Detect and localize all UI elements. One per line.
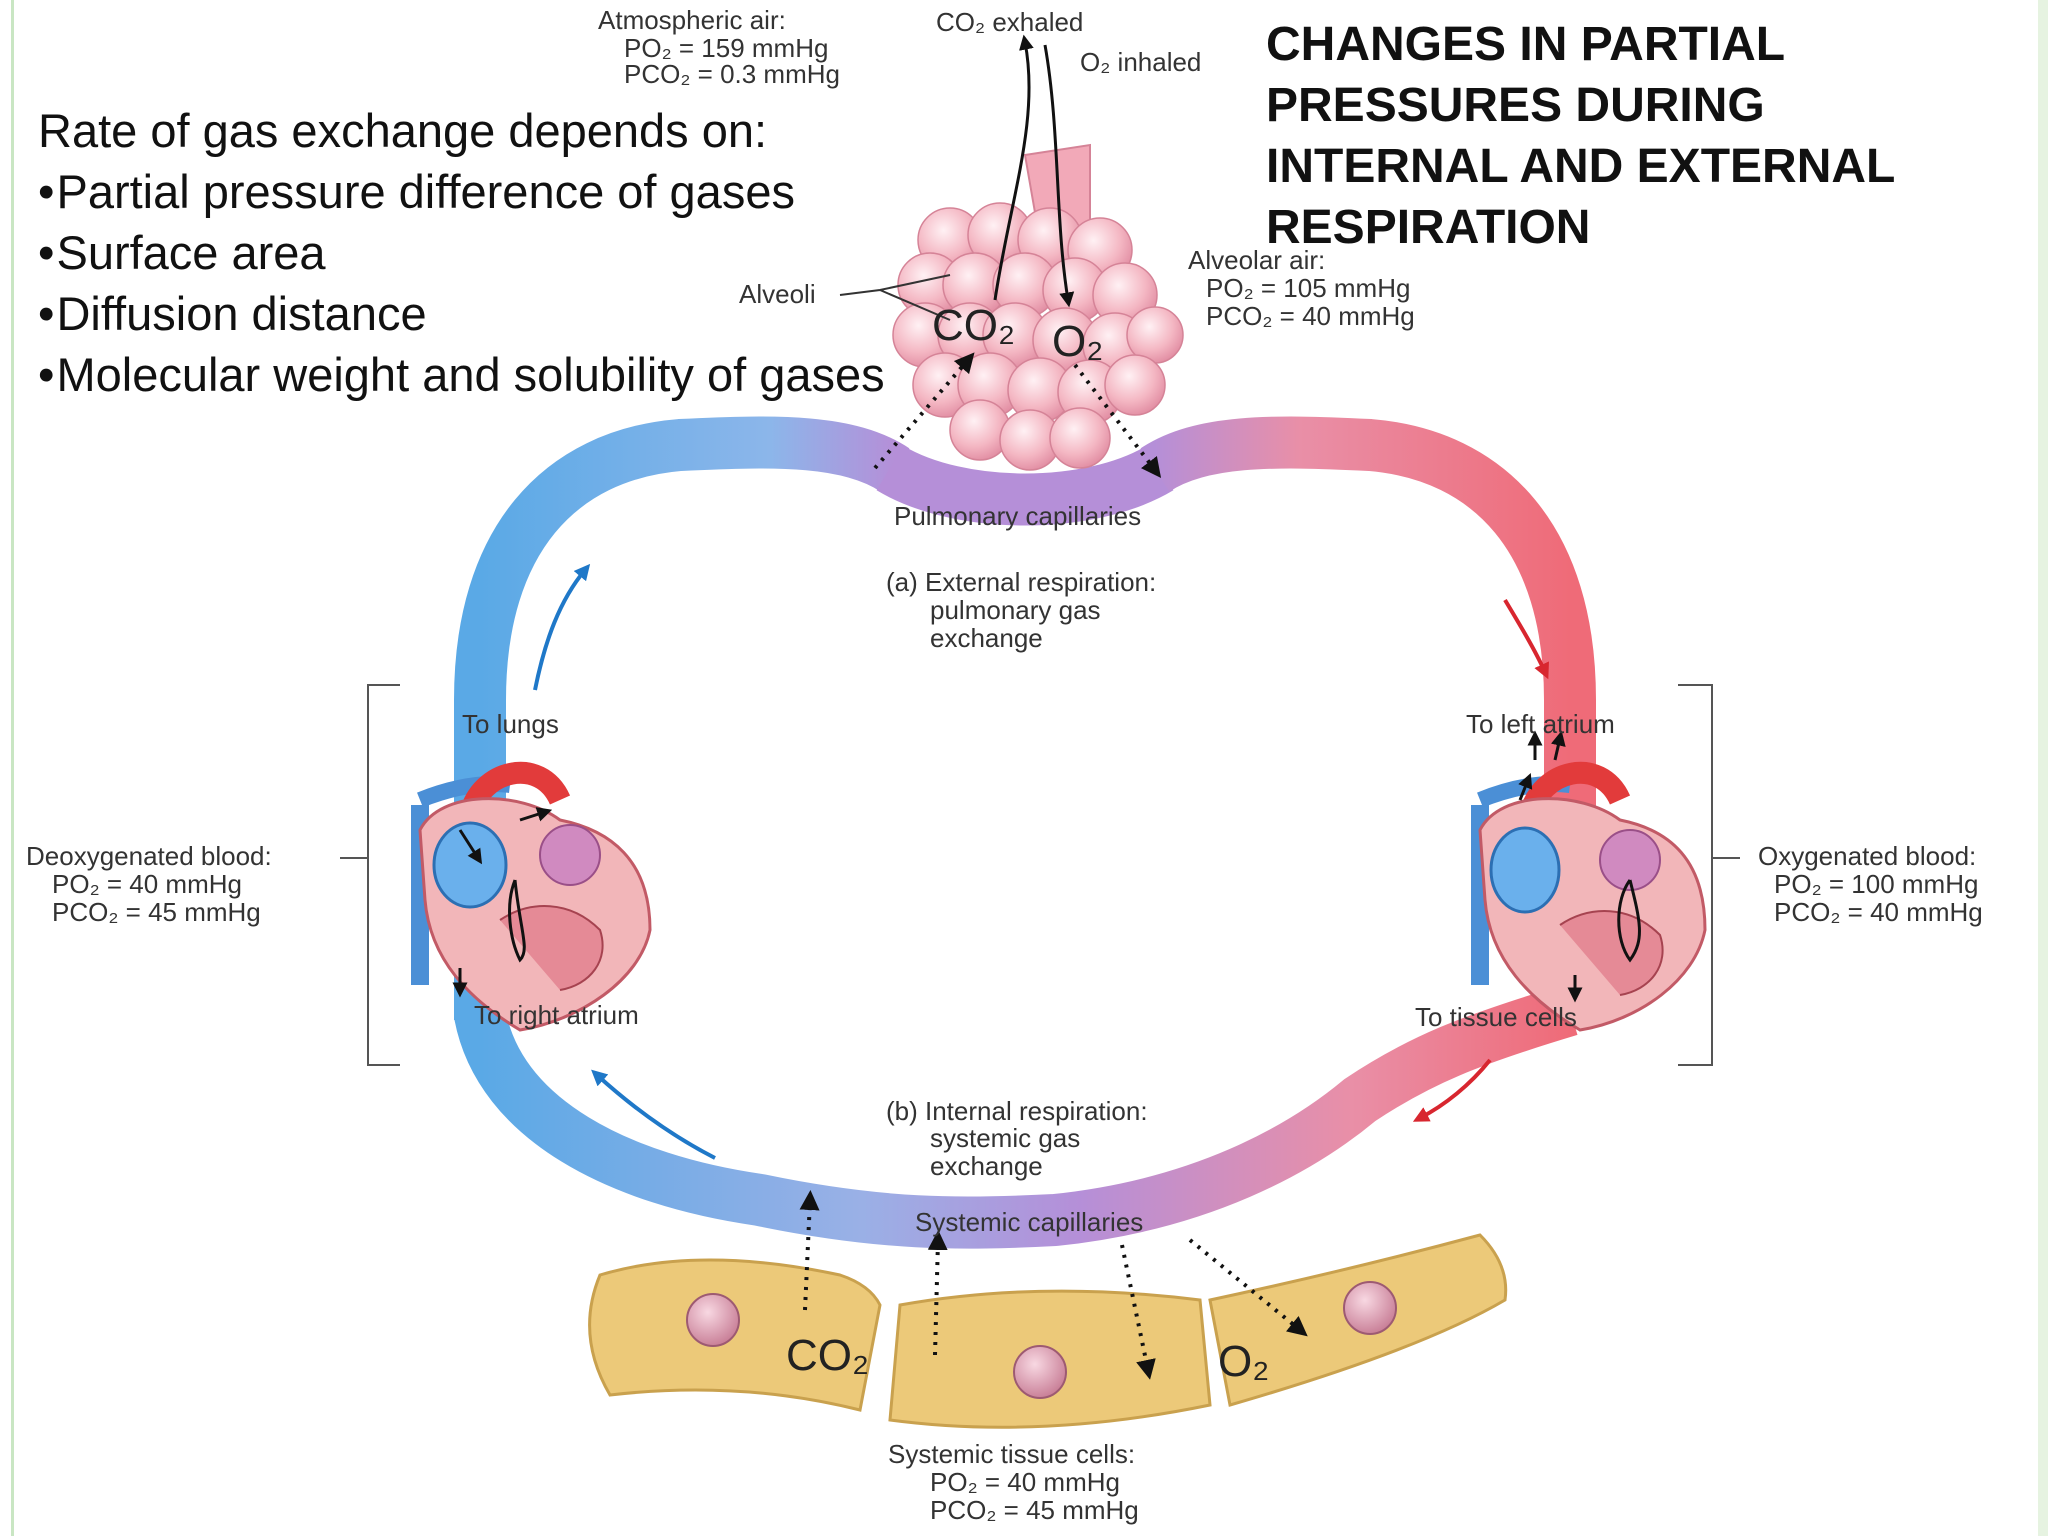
atmospheric-po2-value: PO₂ = 159 mmHg	[624, 33, 829, 63]
alveolar-pco2-value: PCO₂ = 40 mmHg	[1206, 301, 1415, 331]
factor-item: •Partial pressure difference of gases	[38, 165, 795, 218]
factors-intro: Rate of gas exchange depends on:	[38, 104, 768, 157]
deoxygenated-vessel-upper	[454, 416, 910, 1020]
oxygenated-bracket	[1678, 684, 1740, 1066]
slide-right-edge	[2038, 0, 2048, 1536]
atmospheric-pco2-value: PCO₂ = 0.3 mmHg	[624, 59, 840, 89]
to-tissue-cells-label: To tissue cells	[1415, 1002, 1577, 1032]
alveoli-label: Alveoli	[739, 279, 816, 309]
deoxygenated-blood-label: Deoxygenated blood:	[26, 841, 272, 871]
internal-respiration-label-2: systemic gas	[930, 1123, 1081, 1153]
oxygenated-vessel-upper	[1140, 416, 1596, 1020]
o2-diffusion-arrow-tissue-2	[1188, 1238, 1308, 1337]
pulmonary-capillaries-label: Pulmonary capillaries	[894, 501, 1142, 531]
oxygenated-pco2-value: PCO₂ = 40 mmHg	[1774, 897, 1983, 927]
internal-respiration-label-3: exchange	[930, 1151, 1043, 1181]
o2-diffusion-arrow-lungs	[1073, 363, 1162, 478]
co2-diffusion-arrow-tissue-1	[799, 1190, 820, 1311]
heart-right-icon	[1471, 730, 1707, 1032]
flow-arrow-left-bottom	[591, 1069, 716, 1160]
deoxygenated-po2-value: PO₂ = 40 mmHg	[52, 869, 242, 899]
oxygenated-po2-value: PO₂ = 100 mmHg	[1774, 869, 1979, 899]
gas-exchange-factors: Rate of gas exchange depends on: •Partia…	[38, 100, 898, 405]
systemic-capillaries-label: Systemic capillaries	[915, 1207, 1144, 1237]
pulmonary-capillary-vessel	[876, 445, 1174, 526]
alveoli-cluster-icon	[892, 143, 1184, 471]
external-respiration-label-2: pulmonary gas	[930, 595, 1101, 625]
o2-alveoli-label: O₂	[1052, 317, 1104, 366]
slide-left-edge	[0, 0, 14, 1536]
tissue-cell-icon	[588, 1233, 1508, 1429]
systemic-capillary-vessel	[454, 985, 1578, 1249]
to-left-atrium-label: To left atrium	[1466, 709, 1615, 739]
external-respiration-label-3: exchange	[930, 623, 1043, 653]
external-respiration-label: (a) External respiration:	[886, 567, 1157, 597]
factor-item: •Surface area	[38, 226, 326, 279]
internal-respiration-label: (b) Internal respiration:	[886, 1096, 1148, 1126]
factors-list: •Partial pressure difference of gases •S…	[38, 161, 898, 405]
deoxygenated-bracket	[340, 684, 400, 1066]
to-lungs-label: To lungs	[462, 709, 559, 739]
deoxygenated-pco2-value: PCO₂ = 45 mmHg	[52, 897, 261, 927]
flow-arrow-down-right	[1503, 598, 1549, 680]
heart-left-icon	[411, 761, 652, 1032]
tissue-pco2-value: PCO₂ = 45 mmHg	[930, 1495, 1139, 1525]
co2-exhaled-label: CO₂ exhaled	[936, 7, 1084, 37]
co2-alveoli-label: CO₂	[932, 301, 1016, 350]
flow-arrow-up	[533, 563, 591, 691]
slide-title: CHANGES IN PARTIAL PRESSURES DURING INTE…	[1266, 18, 1895, 254]
o2-inhaled-arrow	[1043, 44, 1075, 308]
circulation-loop	[454, 416, 1596, 1249]
alveoli-pointer	[839, 274, 951, 321]
co2-diffusion-arrow-lungs	[873, 352, 975, 470]
atmospheric-air-label: Atmospheric air:	[598, 5, 786, 35]
o2-inhaled-label: O₂ inhaled	[1080, 47, 1202, 77]
factor-item: •Diffusion distance	[38, 287, 427, 340]
co2-tissue-label: CO₂	[786, 1331, 870, 1380]
tissue-po2-value: PO₂ = 40 mmHg	[930, 1467, 1120, 1497]
o2-diffusion-arrow-tissue-1	[1120, 1244, 1156, 1380]
systemic-tissue-cells-label: Systemic tissue cells:	[888, 1439, 1136, 1469]
to-right-atrium-label: To right atrium	[474, 1000, 639, 1030]
alveolar-air-label: Alveolar air:	[1188, 245, 1326, 275]
o2-tissue-label: O₂	[1218, 1337, 1270, 1386]
alveolar-po2-value: PO₂ = 105 mmHg	[1206, 273, 1411, 303]
flow-arrow-down-left	[1412, 1058, 1492, 1122]
factor-item: •Molecular weight and solubility of gase…	[38, 348, 885, 401]
oxygenated-blood-label: Oxygenated blood:	[1758, 841, 1977, 871]
co2-exhaled-arrow	[993, 34, 1034, 301]
